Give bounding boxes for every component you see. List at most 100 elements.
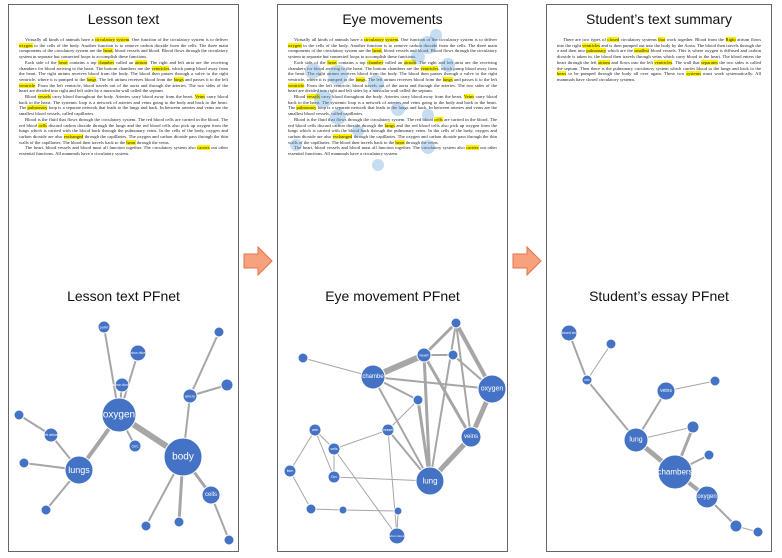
edge-arteries-item [289, 429, 316, 472]
highlighted-term: ventricles [151, 65, 170, 71]
node-n2-circle [305, 503, 317, 515]
highlighted-term: heart [103, 48, 113, 54]
text-run: carry blood throughout the body. Arterie… [50, 94, 195, 100]
node-chamber-label: chambe [362, 374, 384, 380]
node-circ-circle [327, 470, 341, 484]
highlighted-term: circulatory [94, 37, 115, 42]
text-run: blood vessels. This is where oxygen is d… [557, 48, 762, 65]
node-co2: Carbon dioxide [126, 344, 150, 362]
node-oxygen-label: oxygen [481, 386, 504, 393]
node-chamber: chambe [360, 364, 386, 390]
node-veins-circle [460, 426, 482, 448]
text-run: through the veins. [404, 139, 439, 145]
paragraph: Blood vessels carry blood throughout the… [288, 94, 497, 117]
text-run: Each side of the [294, 59, 328, 65]
paragraph: Each side of the heart contains a top ch… [19, 59, 228, 94]
node-veins: veins [656, 381, 676, 401]
highlighted-term: heart [58, 59, 68, 65]
paragraph: There are two types of closed circulator… [557, 37, 761, 83]
node-pulmonary-label: pulm [100, 325, 109, 330]
node-lungs-label: lungs [68, 465, 90, 475]
highlighted-term: atrium [404, 59, 417, 65]
node-chambers: chambers [657, 454, 693, 490]
node-leftat-circle [43, 427, 59, 443]
node-arteries-circle [308, 423, 322, 437]
edge-n6-vessel [387, 399, 419, 431]
text-run: , which pump blood away from the heart. … [288, 65, 498, 82]
paragraph: Blood is the fluid that flows through th… [288, 116, 497, 146]
summary-text: There are two types of closed circulator… [557, 37, 761, 83]
node-heart: heart [416, 347, 432, 363]
node-n_r2-circle [220, 378, 234, 392]
node-circ-circle [128, 439, 142, 453]
paragraph: Virtually all kinds of animals have a ci… [19, 37, 228, 60]
node-vessel-label: vessel [383, 428, 393, 432]
lesson-title: Lesson text [87, 11, 160, 27]
highlighted-term: ventricles [582, 42, 601, 48]
node-n1 [297, 352, 309, 364]
text-run: which are the [606, 48, 635, 54]
text-run: The heart, blood vessels and blood must … [294, 145, 467, 151]
paragraph: Blood vessels carry blood throughout the… [19, 94, 228, 117]
edge-top-veins [455, 322, 472, 438]
node-n4 [393, 506, 403, 516]
node-lung-label: lung [422, 477, 437, 486]
node-n_d [703, 449, 715, 461]
text-run: called an [114, 59, 136, 65]
summary-panel: Student’s text summary There are two typ… [546, 4, 772, 552]
node-oxygen-circle [695, 485, 719, 509]
lesson-panel: Lesson text Virtually all kinds of anima… [8, 4, 239, 552]
node-circ: circ [581, 374, 593, 386]
text-run: The heart, blood vessels and blood must … [25, 145, 198, 151]
text-run: Blood [25, 94, 38, 100]
paragraph: Virtually all kinds of animals have a ci… [288, 37, 497, 60]
node-lung: lung [415, 466, 445, 496]
node-lung-circle [415, 466, 445, 496]
lesson-text: Virtually all kinds of animals have a ci… [19, 37, 228, 157]
highlighted-term: cells [434, 116, 443, 122]
lesson-net-title: Lesson text PFnet [67, 288, 180, 304]
node-n_a-circle [605, 338, 617, 350]
node-n_b2 [173, 516, 185, 528]
highlighted-term: chamber [98, 59, 115, 65]
node-top [450, 317, 462, 329]
summary-title: Student’s text summary [585, 11, 733, 27]
edge-vessel-cells [333, 429, 389, 450]
node-heart-circle [416, 347, 432, 363]
node-oxygen-label: oxygen [697, 494, 716, 500]
node-veins-circle [656, 381, 676, 401]
text-run: loop is a separate network that leads to… [288, 105, 497, 117]
edge-chamber-oxygen [372, 376, 493, 390]
text-run: . The left atrium receives blood from th… [365, 76, 443, 82]
node-carbon: carbon dioxide [111, 377, 133, 393]
node-n_b2-circle [173, 516, 185, 528]
edge-item-n2 [289, 470, 312, 510]
edge-chamber-lung [372, 376, 431, 482]
node-n_r2 [220, 378, 234, 392]
highlighted-term: oxygen [19, 42, 33, 48]
node-circ-circle [581, 374, 593, 386]
text-run: and flows into the left [610, 59, 655, 65]
node-item: item [283, 464, 297, 478]
highlighted-term: lungs [86, 76, 97, 82]
node-closed: closed circ [560, 324, 578, 342]
edge-lung-heart [422, 354, 432, 482]
node-lung: lung [623, 427, 649, 453]
text-run: through the capillaries. The oxygen and … [19, 133, 228, 145]
highlighted-term: vessels [37, 94, 51, 100]
node-carbon-circle [388, 527, 406, 545]
text-run: Virtually all kinds of animals have a [294, 37, 364, 42]
node-artery-label: artery [185, 394, 195, 399]
highlighted-term: oxygen [288, 42, 302, 48]
text-run: circulatory systems [619, 37, 659, 42]
highlighted-term: pulmonary [27, 105, 48, 111]
text-run: carry blood throughout the body. Arterie… [319, 94, 464, 100]
node-cells: cells [201, 485, 221, 505]
text-run: and passes it to the left [452, 76, 497, 82]
text-run: , blood vessels and blood. Blood flows t… [288, 48, 497, 60]
node-n_tr-circle [213, 326, 225, 338]
node-circ: Circ [327, 470, 341, 484]
node-n_e [729, 519, 743, 533]
text-run: out other essential functions. All mamma… [288, 145, 497, 157]
node-oxygen: oxygen [477, 374, 507, 404]
